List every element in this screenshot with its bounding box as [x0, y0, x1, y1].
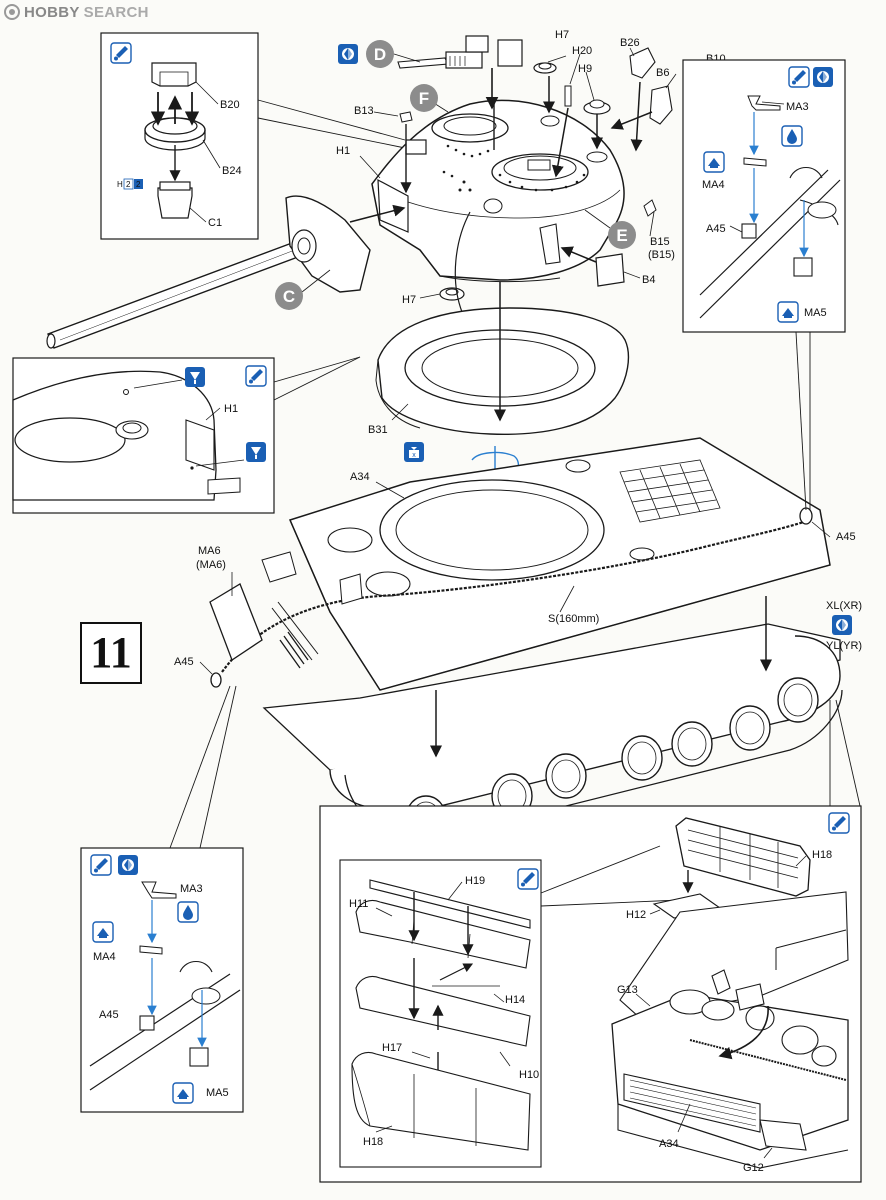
label-H9: H9 [578, 63, 592, 75]
label-H11: H11 [349, 898, 368, 910]
label-H10: H10 [519, 1069, 539, 1081]
label-MA6: MA6 [198, 545, 221, 557]
label-XL: XL(XR) [826, 600, 862, 612]
label-B26: B26 [620, 37, 640, 49]
turret-assembly [46, 35, 703, 349]
label-B31: B31 [368, 424, 388, 436]
label-B13: B13 [354, 105, 374, 117]
callout-C: C [275, 282, 303, 310]
turret-ring-B31 [375, 307, 630, 435]
step-number-box: 11 [80, 622, 142, 684]
label-H17: H17 [382, 1042, 402, 1054]
label-MA6-alt: (MA6) [196, 559, 226, 571]
glue-icon [828, 812, 850, 834]
label-C1: C1 [208, 217, 222, 229]
choose-option-icon [832, 615, 852, 635]
h2-badge-num2: 2 [136, 180, 141, 189]
inset-grille-panels: H19 H11 H14 H17 H10 H18 [339, 859, 542, 1168]
callout-D: D [338, 40, 394, 68]
label-A45-left: A45 [174, 656, 194, 668]
label-H1-turret: H1 [336, 145, 350, 157]
inset-tool-mount-right: MA3 MA4 A45 MA5 [682, 59, 846, 333]
label-S160: S(160mm) [548, 613, 599, 625]
label-B4: B4 [642, 274, 655, 286]
label-MA5-bl: MA5 [206, 1087, 229, 1099]
inset-hatch-parts: H 2 2 B20 B24 C1 [100, 32, 259, 240]
callout-F-letter: F [419, 89, 429, 108]
callout-E-letter: E [616, 226, 627, 245]
label-H18-left: H18 [363, 1136, 383, 1148]
label-H14: H14 [505, 994, 525, 1006]
label-B20: B20 [220, 99, 240, 111]
label-A34-engine: A34 [659, 1138, 679, 1150]
label-MA3-tr: MA3 [786, 101, 809, 113]
label-H7-top: H7 [555, 29, 569, 41]
callout-C-letter: C [283, 287, 295, 306]
label-B6: B6 [656, 67, 669, 79]
label-B15: B15 [650, 236, 670, 248]
hobby-search-logo-icon [4, 4, 20, 20]
inset-turret-side: H1 [12, 357, 275, 514]
engine-deck-drawing: H18 H12 G13 A34 G12 [611, 817, 849, 1174]
step-number: 11 [90, 628, 132, 677]
callout-F: F [410, 84, 438, 112]
rotate-free-icon [404, 442, 424, 462]
watermark-brand-suffix: SEARCH [83, 3, 149, 21]
label-H19: H19 [465, 875, 485, 887]
callout-E: E [608, 221, 636, 249]
callout-D-letter: D [374, 45, 386, 64]
label-MA4-tr: MA4 [702, 179, 725, 191]
watermark-logo: HOBBY SEARCH [4, 3, 149, 21]
label-B15-alt: (B15) [648, 249, 675, 261]
label-MA4-bl: MA4 [93, 951, 116, 963]
label-H20: H20 [572, 45, 592, 57]
h2-badge-num1: 2 [126, 180, 131, 189]
label-MA3-bl: MA3 [180, 883, 203, 895]
label-YL: YL(YR) [826, 640, 862, 652]
label-A45-right: A45 [836, 531, 856, 543]
h2-badge-letter: H [117, 180, 123, 189]
label-G13: G13 [617, 984, 638, 996]
label-H18-right: H18 [812, 849, 832, 861]
label-A45-bl: A45 [99, 1009, 119, 1021]
label-G12: G12 [743, 1162, 764, 1174]
label-A34-hull: A34 [350, 471, 370, 483]
label-A45-tr: A45 [706, 223, 726, 235]
watermark-brand: HOBBY [24, 3, 80, 21]
inset-tool-mount-left: MA3 MA4 A45 MA5 [80, 847, 244, 1113]
hull-assembly [199, 437, 843, 843]
label-B24: B24 [222, 165, 242, 177]
label-H1-inset: H1 [224, 403, 238, 415]
label-H12: H12 [626, 909, 646, 921]
label-MA5-tr: MA5 [804, 307, 827, 319]
label-H7-bottom: H7 [402, 294, 416, 306]
